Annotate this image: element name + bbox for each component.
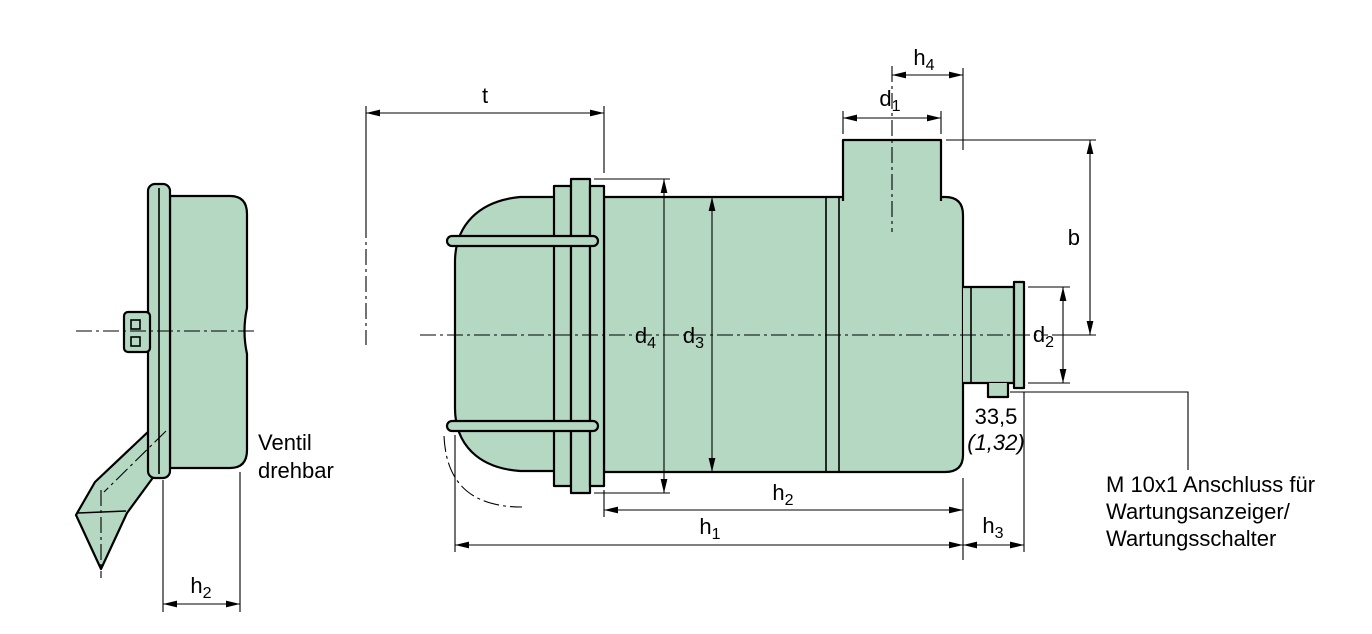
bracket-hole-top <box>130 319 141 330</box>
dim-label-h2: h2 <box>772 480 793 509</box>
dim-label-d2: d2 <box>1033 322 1054 351</box>
dim-label-h3: h3 <box>982 513 1003 542</box>
dim-label-port-offset-inch: (1,32) <box>967 430 1024 455</box>
clamp-bolt-top <box>445 234 600 248</box>
dim-label-h2-left: h2 <box>190 573 211 602</box>
dim-label-t: t <box>482 83 488 108</box>
clamp-ring-a <box>552 184 573 488</box>
clamp-ring-b <box>569 177 592 495</box>
port-note-line1: M 10x1 Anschluss für <box>1106 472 1315 497</box>
valve-note-line2: drehbar <box>258 458 334 483</box>
housing-end-body <box>168 194 249 470</box>
dim-label-d3: d3 <box>683 323 704 352</box>
dim-label-b: b <box>1068 225 1080 250</box>
port-note-line2: Wartungsanzeiger/ <box>1106 499 1291 524</box>
bracket-hole-bottom <box>130 336 141 347</box>
valve-swing-arc <box>443 435 523 508</box>
clamp-ring-c <box>588 184 606 488</box>
main-view <box>365 66 1048 508</box>
dim-label-d1: d1 <box>879 86 900 115</box>
dim-label-port-offset-mm: 33,5 <box>975 404 1018 429</box>
left-view <box>74 182 258 578</box>
port-note-line3: Wartungsschalter <box>1106 526 1276 551</box>
dimensions: t h4 d1 b d2 d3 d4 h2 <box>162 45 1096 612</box>
valve-note-line1: Ventil <box>258 430 312 455</box>
annotations: Ventil drehbar M 10x1 Anschluss für Wart… <box>258 391 1315 551</box>
dim-label-h1: h1 <box>699 514 720 543</box>
dust-valve-seam <box>77 510 127 514</box>
housing-dome-end <box>453 195 558 473</box>
dim-label-h4: h4 <box>913 45 934 74</box>
port-note-leader <box>1010 391 1189 470</box>
clamp-bolt-bottom <box>445 419 600 433</box>
valve-centerline-angled <box>103 430 167 493</box>
service-port-nipple <box>986 383 1010 399</box>
dim-label-d4: d4 <box>635 323 656 352</box>
